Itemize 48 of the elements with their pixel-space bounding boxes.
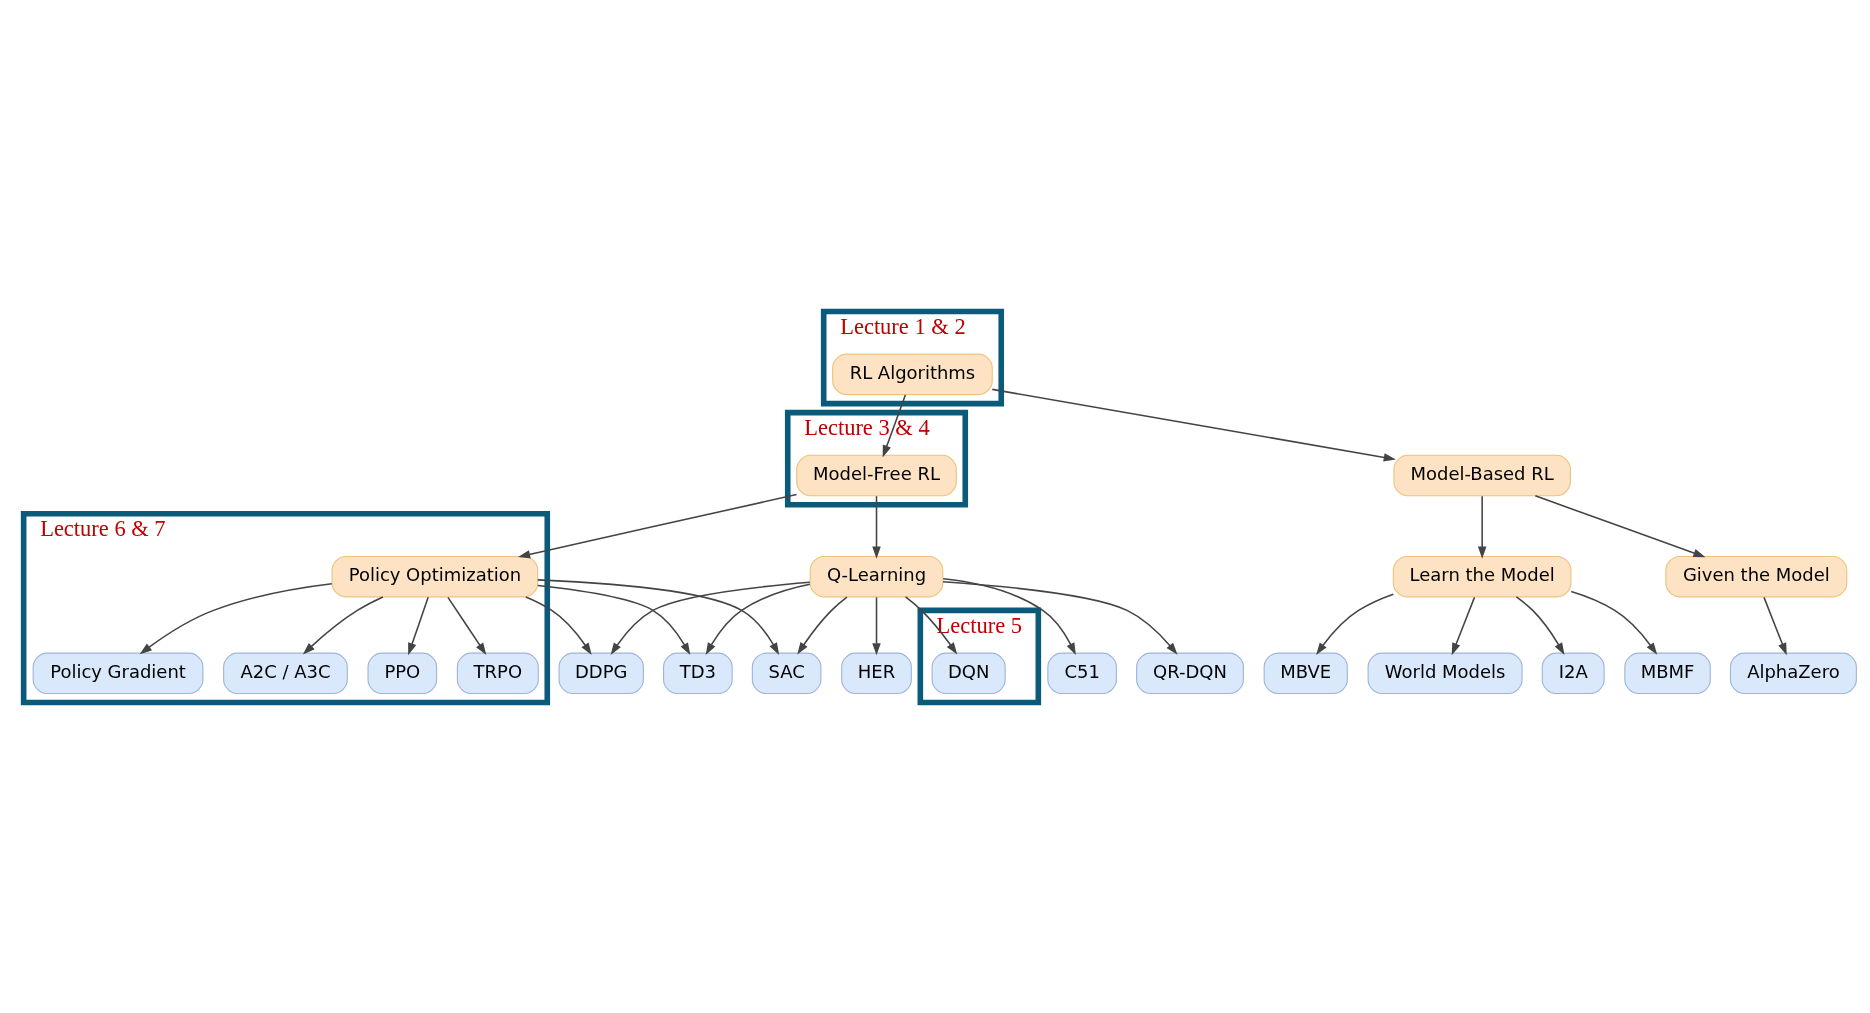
node-box: Model-Based RL [1392, 454, 1571, 496]
arrow [871, 596, 881, 655]
arrow [524, 595, 592, 655]
arrow [1569, 590, 1657, 655]
node-box: MBVE [1263, 652, 1348, 694]
node-box: AlphaZero [1729, 652, 1857, 694]
node-box: HER [840, 652, 912, 694]
node-box: Q-Learning [809, 555, 943, 597]
node-box: PPO [367, 652, 437, 694]
node-box: TD3 [662, 652, 733, 694]
arrow [941, 577, 1076, 655]
arrow [139, 582, 333, 654]
node-box: Learn the Model [1392, 555, 1571, 597]
arrow [517, 493, 797, 558]
arrow [1762, 596, 1787, 655]
arrow [536, 578, 779, 655]
node-box: Model-Free RL [795, 454, 957, 496]
node-box: MBMF [1623, 652, 1711, 694]
arrow [1451, 596, 1475, 655]
node-box: DDPG [558, 652, 644, 694]
node-box: A2C / A3C [222, 652, 348, 694]
node-box: SAC [751, 652, 821, 694]
arrow [991, 388, 1396, 462]
node-box: Policy Gradient [32, 652, 203, 694]
node-box: C51 [1046, 652, 1117, 694]
arrow [904, 595, 957, 655]
arrow [941, 580, 1178, 655]
arrow [1315, 592, 1394, 655]
arrow [1477, 494, 1486, 559]
node-box: DQN [931, 652, 1006, 694]
arrow [1515, 595, 1564, 655]
node-box: Policy Optimization [331, 555, 538, 597]
arrow [871, 494, 881, 559]
node-box: TRPO [456, 652, 539, 694]
arrow [446, 596, 486, 655]
node-box: QR-DQN [1135, 652, 1244, 694]
arrow [882, 393, 906, 457]
arrow [610, 580, 811, 655]
node-box: RL Algorithms [831, 353, 993, 395]
arrow [407, 596, 429, 655]
node-box: I2A [1541, 652, 1605, 694]
arrow [1534, 494, 1706, 557]
arrow [705, 582, 811, 655]
arrow [536, 584, 690, 655]
arrow [302, 595, 384, 654]
arrow [796, 595, 848, 655]
node-box: Given the Model [1664, 555, 1847, 597]
node-box: World Models [1367, 652, 1523, 694]
